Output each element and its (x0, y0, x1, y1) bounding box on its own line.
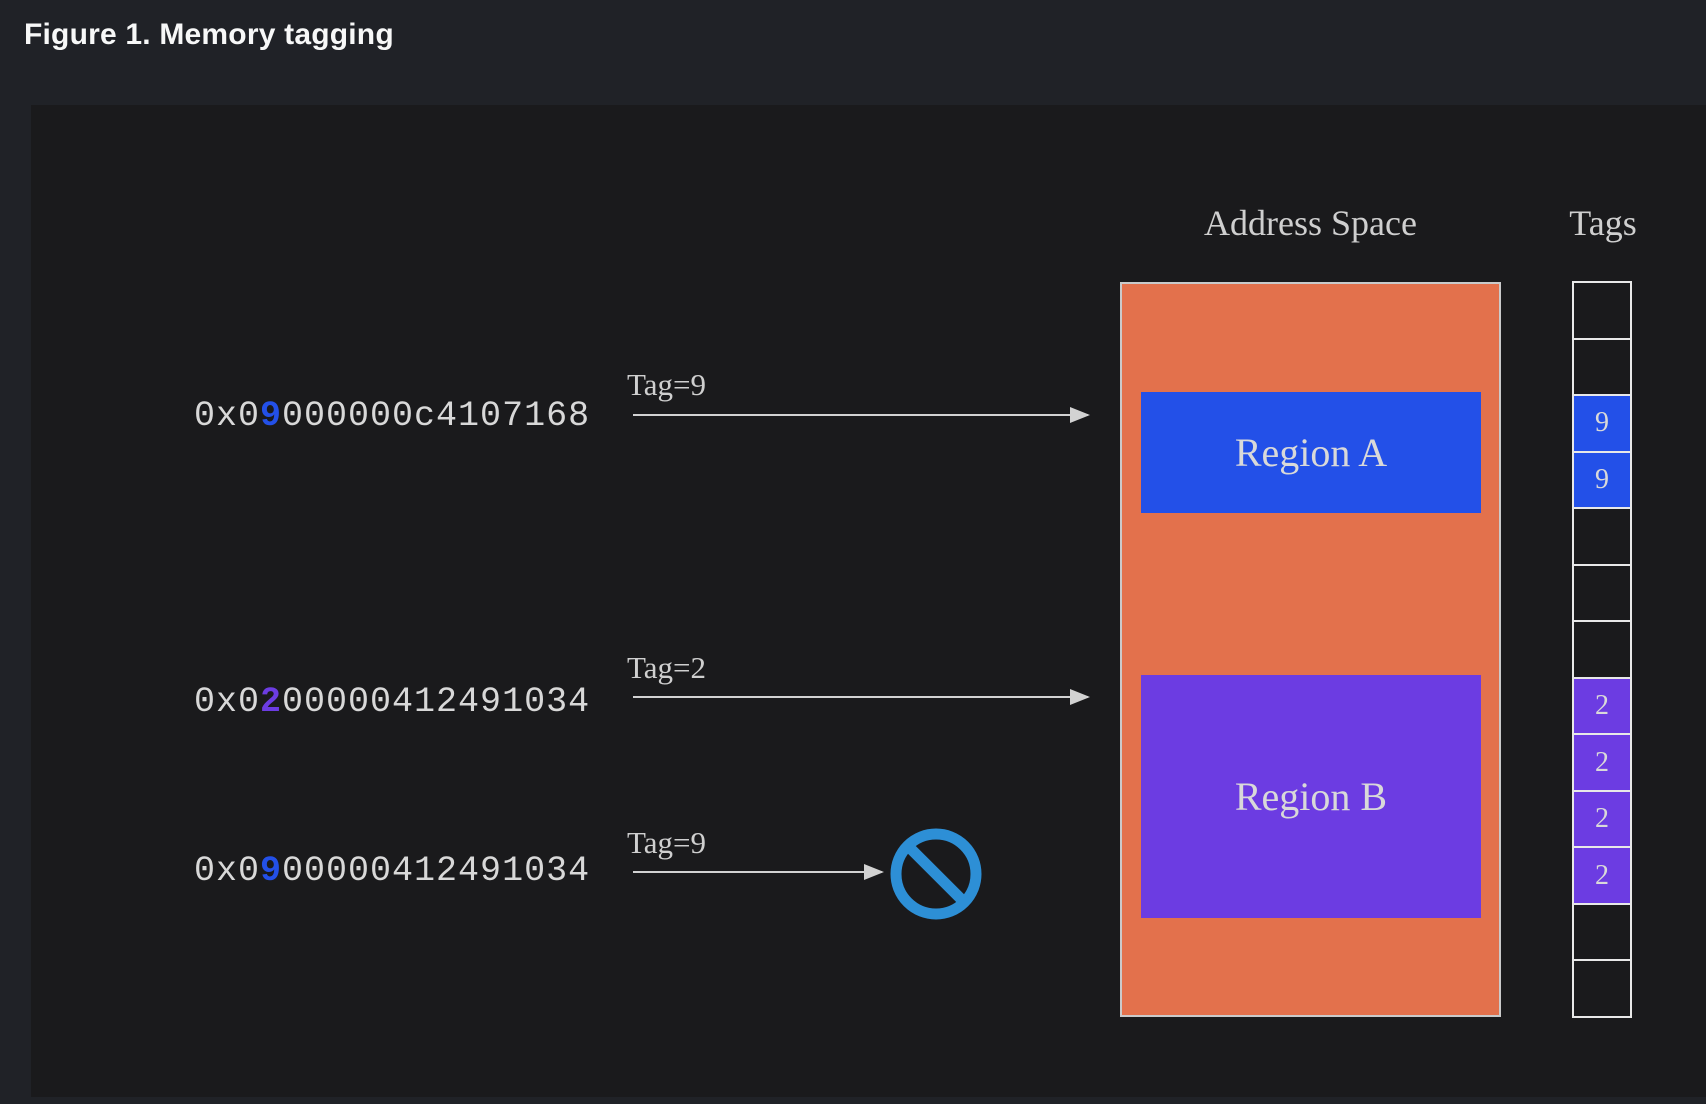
region-b: Region B (1141, 675, 1481, 918)
arrow-to-denied (633, 864, 884, 880)
tag-label-2: Tag=2 (627, 650, 707, 685)
address-rest: 00000412491034 (282, 682, 591, 722)
no-entry-icon (890, 828, 982, 920)
tag-cell-9: 2 (1574, 733, 1630, 790)
tag-cell-1 (1574, 283, 1630, 338)
address-tag-digit: 9 (260, 851, 283, 891)
address-prefix: 0x0 (194, 851, 261, 891)
tag-label-3: Tag=9 (627, 825, 707, 860)
address-prefix: 0x0 (194, 682, 261, 722)
arrow-to-region-a (633, 407, 1090, 423)
tag-label-1: Tag=9 (627, 367, 707, 402)
tag-cell-12 (1574, 902, 1630, 960)
tag-cell-13 (1574, 959, 1630, 1016)
arrow-to-region-b (633, 689, 1090, 705)
address-rest: 000000c4107168 (282, 396, 591, 436)
address-rest: 00000412491034 (282, 851, 591, 891)
tag-cell-2 (1574, 337, 1630, 395)
address-row-1: 0x09000000c4107168 (194, 395, 590, 437)
tag-cell-6 (1574, 563, 1630, 621)
address-row-3: 0x0900000412491034 (194, 850, 590, 892)
address-row-2: 0x0200000412491034 (194, 681, 590, 723)
tag-cell-4: 9 (1574, 450, 1630, 508)
arrowhead-icon (864, 864, 884, 880)
tag-cell-10: 2 (1574, 789, 1630, 847)
arrowhead-icon (1070, 407, 1090, 423)
tags-column: 9 9 2 2 2 2 (1572, 281, 1632, 1018)
tag-cell-5 (1574, 507, 1630, 564)
address-tag-digit: 9 (260, 396, 283, 436)
address-tag-digit: 2 (260, 682, 283, 722)
tag-cell-7 (1574, 620, 1630, 677)
figure-title: Figure 1. Memory tagging (24, 18, 394, 51)
address-prefix: 0x0 (194, 396, 261, 436)
tag-cell-8: 2 (1574, 676, 1630, 734)
tag-cell-11: 2 (1574, 846, 1630, 903)
tags-header: Tags (1569, 203, 1637, 243)
arrowhead-icon (1070, 689, 1090, 705)
region-a: Region A (1141, 392, 1481, 513)
address-space-header: Address Space (1204, 203, 1417, 243)
tag-cell-3: 9 (1574, 394, 1630, 451)
